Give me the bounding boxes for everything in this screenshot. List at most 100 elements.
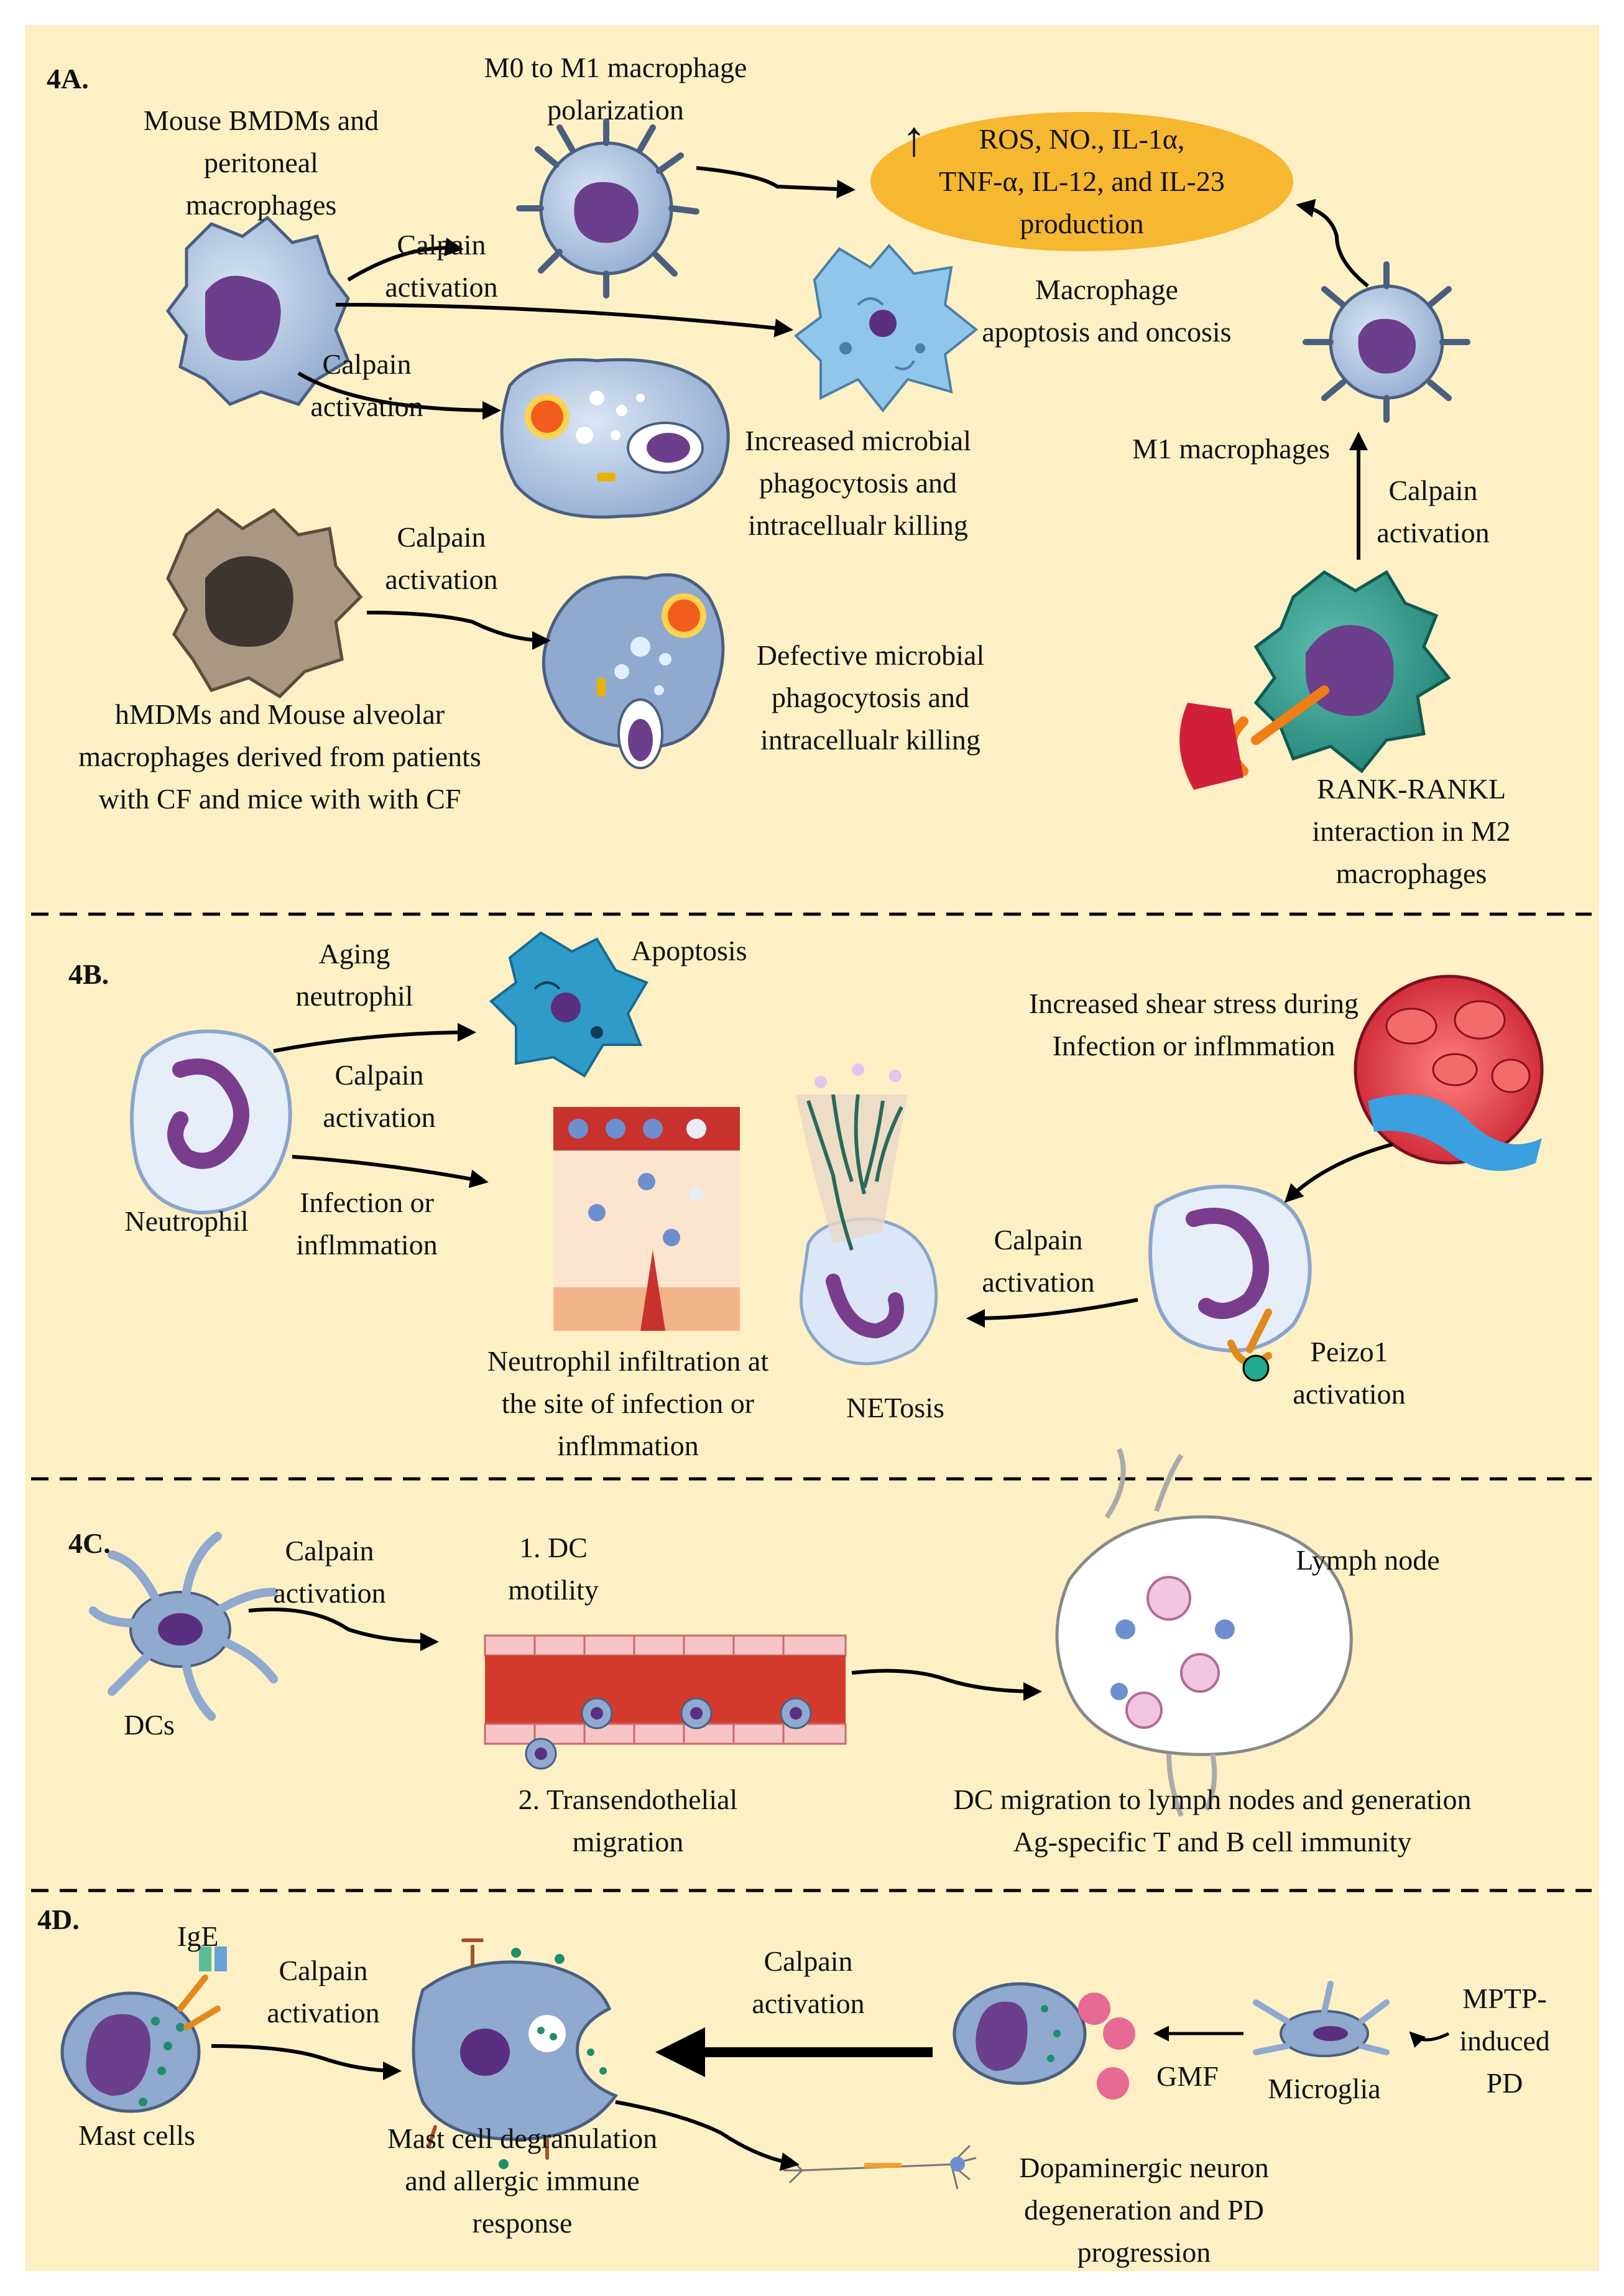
activated-mast-cell-gmf [953,1982,1135,2099]
m2-macrophage-rank-rankl [1179,570,1451,790]
arrow-bmdm-to-phago [297,371,501,420]
label-line: progression [1077,2236,1211,2268]
label-line: Mast cell degranulation [387,2122,658,2154]
label-line: interaction in M2 [1312,815,1511,847]
label-line: degeneration and PD [1024,2194,1264,2226]
label-macrophage-apoptosis: Macrophage apoptosis and oncosis [964,269,1250,353]
label-lymph-node: Lymph node [1296,1544,1440,1576]
label-line: RANK-RANKL [1316,773,1506,805]
label-line: Calpain [994,1224,1083,1256]
label-line: activation [1377,517,1490,549]
label-calpain-a1: Calpain activation [348,224,535,308]
label-defective-phagocytosis: Defective microbial phagocytosis and int… [727,634,1013,761]
label-calpain-b1: Calpain activation [292,1054,466,1139]
arrow-bmdm-to-apoptosis [335,303,793,338]
label-line: migration [572,1826,684,1858]
label-mouse-bmdms: Mouse BMDMs and peritoneal macrophages [99,100,423,226]
apoptotic-neutrophil [489,931,648,1078]
label-line: inflmmation [557,1430,699,1461]
label-apoptosis: Apoptosis [631,935,747,966]
label-line: Defective microbial [756,639,985,671]
ros-up-arrow: ↑ [902,112,926,167]
label-line: neutrophil [295,980,413,1012]
label-line: activation [982,1266,1095,1298]
label-line: Dopaminergic neuron [1019,2152,1269,2183]
label-rank-rankl: RANK-RANKL interaction in M2 macrophages [1275,768,1548,895]
label-line: M0 to M1 macrophage [484,52,747,83]
arrow-m1-to-ros-up [1296,199,1369,288]
label-transendothelial: 2. Transendothelial migration [485,1779,771,1863]
label-line: activation [385,271,498,303]
panel-tag-4b: 4B. [68,958,109,990]
label-calpain-a2: Calpain activation [274,343,460,428]
bmdm-macrophage-cell [165,215,351,406]
hmdm-macrophage-cell [166,507,363,699]
label-calpain-b2: Calpain activation [951,1219,1125,1303]
label-line: activation [752,1988,865,2019]
label-line: motility [508,1574,599,1606]
label-calpain-a4: Calpain activation [354,516,528,601]
neuron-illustration [783,2144,977,2190]
label-ros: ROS, NO., IL-1α, TNF-α, IL-12, and IL-23… [914,118,1250,245]
label-line: Calpain [764,1945,853,1977]
label-line: Calpain [397,229,486,261]
arrow-mptp-to-microglia [1409,2031,1450,2048]
arrow-neutrophil-to-infiltration [292,1155,489,1188]
label-calpain-c: Calpain activation [242,1530,417,1614]
arrow-vessel-to-lymph [851,1669,1042,1701]
arrow-m1-to-ros [696,166,856,198]
label-calpain-d1: Calpain activation [236,1950,410,2034]
label-dc-migration: DC migration to lymph nodes and generati… [933,1779,1492,1863]
label-line: Calpain [322,348,412,380]
label-line: activation [267,1997,380,2029]
tissue-infiltration-illustration [553,1107,740,1331]
label-line: Calpain [279,1955,368,1986]
label-aging-neutrophil: Aging neutrophil [274,933,435,1017]
label-mast-cells: Mast cells [78,2119,195,2151]
degranulating-mast-cell [412,1938,618,2169]
label-line: production [1020,208,1144,239]
label-gmf: GMF [1156,2060,1219,2092]
label-line: response [472,2207,573,2239]
label-line: the site of infection or [501,1387,755,1419]
label-line: Calpain [1388,474,1478,506]
label-line: Increased microbial [745,425,971,456]
arrow-degranulation-to-neuron [615,2100,800,2171]
label-line: activation [310,391,423,422]
arrow-hmdm-to-defective [366,611,551,650]
panel-tag-4d: 4D. [37,1904,80,1935]
label-line: Macrophage [1035,274,1178,305]
label-mast-degranulation: Mast cell degranulation and allergic imm… [348,2118,696,2244]
label-line: PD [1486,2067,1523,2099]
label-line: intracellualr killing [760,724,980,756]
label-ige: IgE [177,1920,219,1952]
label-line: apoptosis and oncosis [982,316,1232,348]
label-line: intracellualr killing [748,509,968,541]
m1-polarized-macrophage-top [516,118,699,299]
label-line: Mouse BMDMs and [143,104,379,136]
arrow-neutrophil-to-apoptosis [273,1023,476,1053]
label-calpain-a3: Calpain activation [1349,470,1517,554]
panel-tag-4c: 4C. [68,1527,111,1559]
netosis-cell [796,1063,938,1366]
label-line: Neutrophil infiltration at [487,1345,769,1377]
blood-vessel-circle [1354,974,1544,1171]
label-line: with CF and mice with with CF [98,783,461,815]
label-infection-inflammation: Infection or inflmmation [274,1182,460,1266]
label-line: peritoneal [204,147,318,178]
neutrophil-cell [130,1029,292,1215]
microglia-cell [1253,1981,1390,2057]
label-line: Aging [318,938,390,970]
label-line: activation [273,1577,386,1609]
dendritic-cell [89,1532,278,1721]
label-line: Ag-specific T and B cell immunity [1013,1826,1412,1858]
label-line: MPTP- [1462,1983,1547,2014]
arrow-neutrophil-to-netosis [966,1298,1138,1328]
label-line: phagocytosis and [771,682,970,713]
label-line: and allergic immune [405,2165,640,2196]
arrow-dc-to-vessel [248,1608,439,1651]
label-line: DC migration to lymph nodes and generati… [953,1784,1472,1815]
label-hmdms: hMDMs and Mouse alveolar macrophages der… [50,693,510,820]
lymph-node-illustration [1055,1448,1353,1817]
